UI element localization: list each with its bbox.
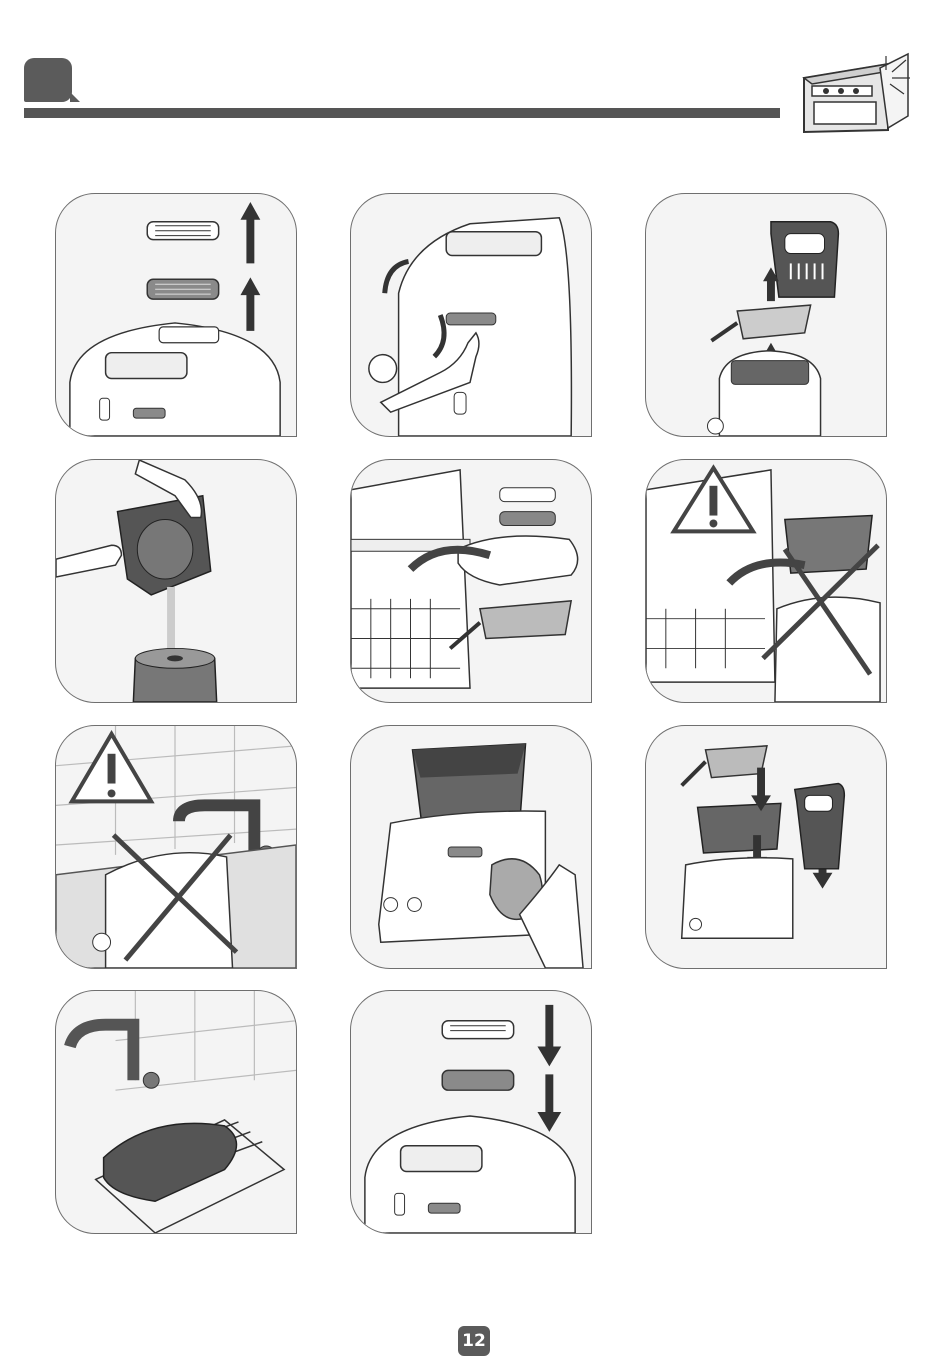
header-rule — [24, 108, 780, 118]
basket-icon — [711, 305, 810, 341]
lid-icon — [771, 222, 838, 297]
section-tab — [24, 58, 72, 102]
fryer-body — [707, 351, 820, 436]
oil-bowl-icon — [698, 803, 781, 853]
filter-lid-top — [442, 1021, 513, 1039]
lid-icon — [458, 536, 578, 585]
panel-lift-basket — [645, 193, 887, 437]
page-number: 12 — [458, 1326, 490, 1356]
basket-icon — [682, 746, 767, 786]
dishwasher-icon — [351, 470, 470, 688]
fryer-body — [93, 853, 233, 968]
up-arrow-icon — [240, 202, 260, 331]
oil-stream — [167, 587, 175, 652]
filter-lid-bottom — [442, 1070, 513, 1090]
fryer-body — [70, 323, 280, 436]
warning-triangle-icon — [72, 734, 151, 801]
panel-warning-no-tap-water — [55, 725, 297, 969]
kitchen-tiles — [116, 991, 296, 1090]
down-arrow-icon — [537, 1005, 561, 1132]
panel-insert-bowl-filter — [350, 725, 592, 969]
panel-open-lid — [350, 193, 592, 437]
dishwasher-oven-icon — [796, 50, 916, 140]
filter-lid-bottom — [147, 279, 218, 299]
oil-container-icon — [133, 648, 216, 702]
filter-lid-top — [147, 222, 218, 240]
panel-dry-rack — [55, 990, 297, 1234]
tap-icon — [70, 1025, 159, 1088]
panel-replace-lids — [350, 990, 592, 1234]
fryer-body — [682, 858, 793, 938]
fryer-body — [365, 1116, 575, 1233]
lid-icon — [795, 784, 845, 869]
panel-dishwasher-parts — [350, 459, 592, 703]
lid-icon — [104, 1123, 237, 1201]
filter-lid-icon — [500, 488, 556, 526]
panel-remove-lids — [55, 193, 297, 437]
panel-warning-no-dishwasher-bowl — [645, 459, 887, 703]
panel-pour-oil — [55, 459, 297, 703]
panel-reassemble — [645, 725, 887, 969]
